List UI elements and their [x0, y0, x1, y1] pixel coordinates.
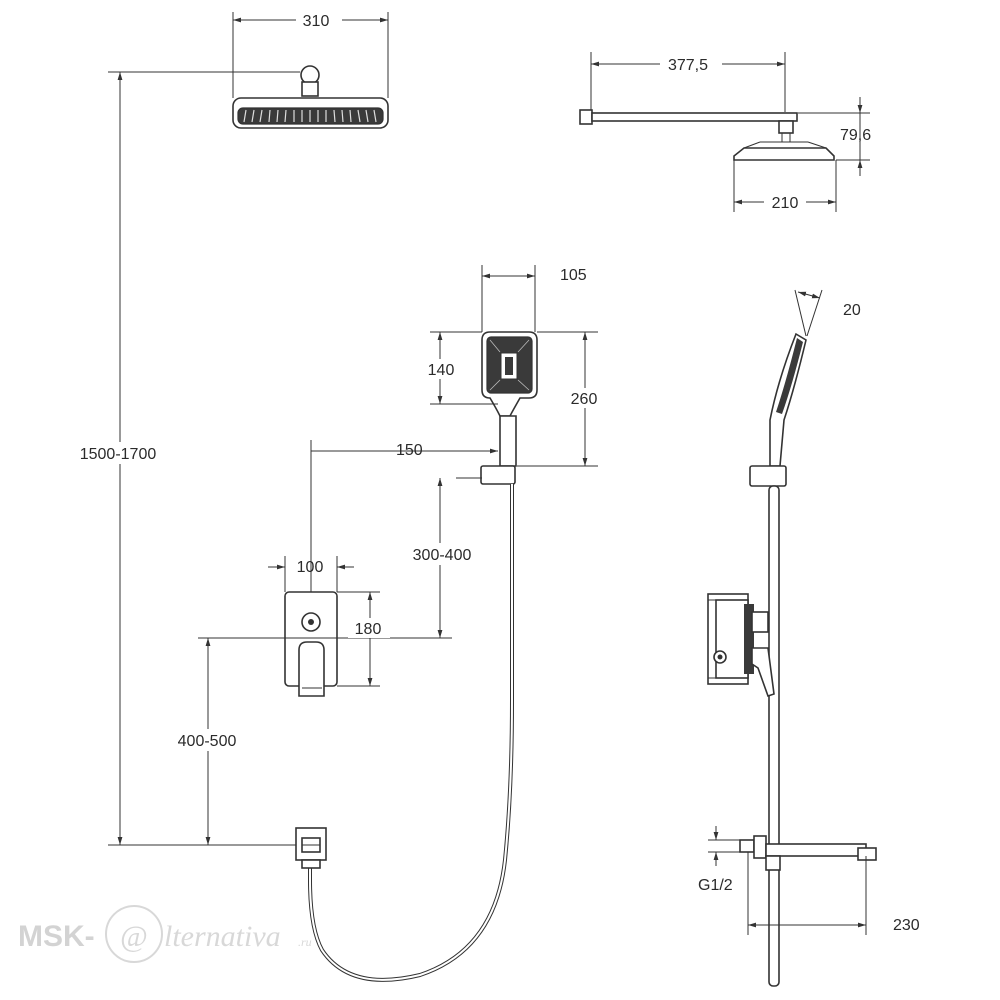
dim-mixer-from-floor: 400-500 — [178, 733, 237, 750]
dim-holder-height: 300-400 — [413, 547, 472, 564]
dim-hand-thickness: 20 — [843, 302, 861, 319]
dim-overall-height: 1500-1700 — [80, 446, 157, 463]
dim-hand-total-height: 260 — [571, 391, 598, 408]
hand-shower-front-view: 105 140 260 — [308, 265, 606, 982]
overhead-shower-side-view: 377,5 79,6 210 — [579, 52, 871, 212]
dim-hand-head-height: 140 — [428, 362, 455, 379]
dim-mixer-width: 100 — [297, 559, 324, 576]
wall-outlet — [295, 827, 327, 869]
dim-head-width-front: 310 — [303, 13, 330, 30]
watermark-brand-prefix: MSK- — [18, 920, 95, 953]
dim-head-diameter-side: 210 — [772, 195, 799, 212]
watermark-brand-tld: .ru — [298, 935, 312, 949]
dim-spout-length: 230 — [893, 917, 920, 934]
watermark-brand-at: @ — [120, 920, 148, 953]
shower-set-side-view: 20 G1/2 230 — [698, 289, 920, 987]
dim-holder-offset: 150 — [396, 442, 423, 459]
overhead-shower-front-view: 310 — [232, 12, 389, 129]
watermark-brand-suffix: lternativa — [164, 920, 281, 953]
dim-head-height-side: 79,6 — [840, 127, 871, 144]
watermark-logo: MSK- @ lternativa .ru — [18, 905, 312, 963]
dim-hand-width: 105 — [560, 267, 587, 284]
holder-dimensions: 150 300-400 — [310, 440, 498, 638]
dim-mixer-height: 180 — [355, 621, 382, 638]
mixer-front-view: 100 180 400-500 — [162, 556, 452, 845]
dim-thread: G1/2 — [698, 877, 733, 894]
dim-arm-length: 377,5 — [668, 57, 708, 74]
overall-height-dimension: 1500-1700 — [72, 71, 300, 846]
